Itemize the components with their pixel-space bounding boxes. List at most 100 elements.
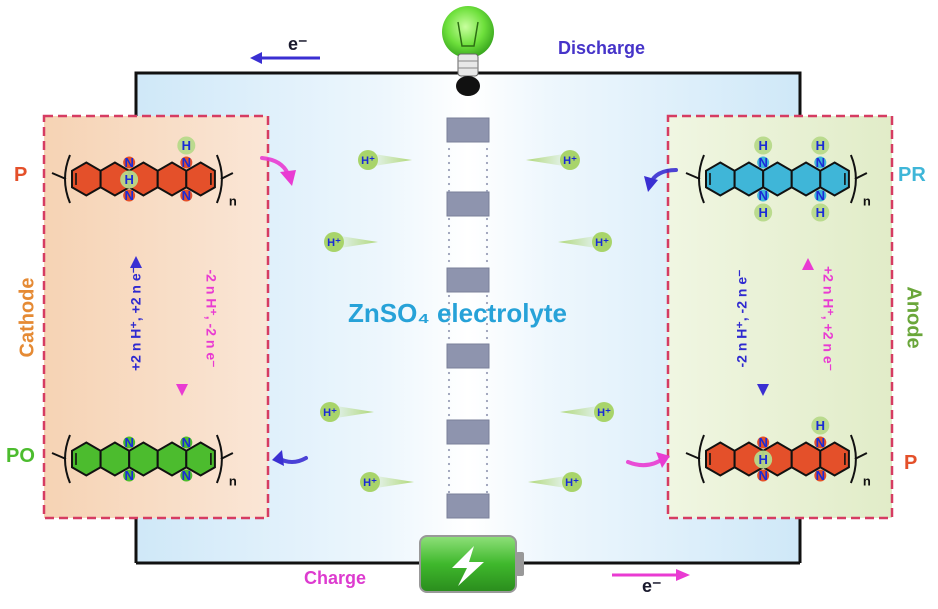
proton-tail xyxy=(368,153,412,167)
separator-dot xyxy=(447,371,451,375)
separator-dot xyxy=(447,147,451,151)
proton-label: H⁺ xyxy=(361,155,375,167)
hydrogen-circle xyxy=(754,136,773,155)
separator-dot xyxy=(485,406,489,410)
proton-tail xyxy=(334,235,378,249)
separator-dot xyxy=(447,308,451,312)
proton-tail xyxy=(528,475,572,489)
nitrogen-atom: N xyxy=(182,468,191,483)
nitrogen-bg xyxy=(814,189,827,202)
anode-down-arrow xyxy=(757,262,769,396)
proton-circle xyxy=(360,472,380,492)
cathode-down-arrow xyxy=(176,262,188,396)
charge-label: Charge xyxy=(304,568,367,588)
separator-block xyxy=(446,117,490,143)
hydrogen-atom: H xyxy=(758,205,767,220)
chain-bond xyxy=(685,452,701,460)
proton-label: H⁺ xyxy=(565,477,579,489)
separator-dot xyxy=(447,448,451,452)
charge-electron-label: e⁻ xyxy=(642,576,662,596)
nitrogen-bg xyxy=(814,156,827,169)
nitrogen-atom: N xyxy=(758,468,767,483)
separator-dot xyxy=(447,224,451,228)
repeat-subscript: n xyxy=(863,194,871,209)
anode-top-curved-arrow xyxy=(644,168,678,192)
discharge-electron-arrow xyxy=(250,52,320,64)
separator-dot xyxy=(485,224,489,228)
chain-bond xyxy=(685,172,701,180)
proton-circle xyxy=(320,402,340,422)
separator-dot xyxy=(447,231,451,235)
separator-dot xyxy=(485,147,489,151)
arrow-head xyxy=(130,256,142,268)
proton: H⁺ xyxy=(528,472,582,492)
separator-dot xyxy=(447,245,451,249)
separator-dot xyxy=(485,189,489,193)
nitrogen-bg xyxy=(180,156,193,169)
separator-dot xyxy=(485,469,489,473)
separator-dot xyxy=(485,385,489,389)
cathode-label: Cathode xyxy=(16,277,39,358)
proton: H⁺ xyxy=(360,472,414,492)
separator-dot xyxy=(447,483,451,487)
nitrogen-bg xyxy=(814,436,827,449)
cathode-up-arrow xyxy=(130,256,142,400)
separator-block xyxy=(446,493,490,519)
proton: H⁺ xyxy=(358,150,412,170)
arrow-head xyxy=(757,384,769,396)
nitrogen-atom: N xyxy=(816,188,825,203)
proton-label: H⁺ xyxy=(363,477,377,489)
proton-circle xyxy=(594,402,614,422)
cathode-up-reaction-label: +2 n H⁺, +2 n e⁻ xyxy=(127,265,144,372)
proton: H⁺ xyxy=(558,232,612,252)
nitrogen-atom: N xyxy=(816,435,825,450)
hydrogen-atom: H xyxy=(816,418,825,433)
separator-dot xyxy=(485,154,489,158)
separator-dot xyxy=(485,168,489,172)
separator-dot xyxy=(485,462,489,466)
chain-bond xyxy=(51,172,67,180)
separator-dot xyxy=(447,259,451,263)
separator-dot xyxy=(447,182,451,186)
chain-bond xyxy=(854,172,868,180)
hydrogen-circle xyxy=(177,136,196,155)
proton-tail xyxy=(558,235,602,249)
arrow-head xyxy=(802,258,814,270)
separator-dot xyxy=(447,161,451,165)
chain-bond xyxy=(51,452,67,460)
nitrogen-bg xyxy=(757,156,770,169)
hexagon-ring xyxy=(185,161,216,197)
anode-up-reaction-label: +2 n H⁺, +2 n e⁻ xyxy=(820,265,837,372)
anode-up-arrow xyxy=(802,258,814,400)
nitrogen-atom: N xyxy=(124,155,133,170)
nitrogen-atom: N xyxy=(816,155,825,170)
battery-icon xyxy=(419,535,524,593)
separator-dot xyxy=(485,476,489,480)
separator-block xyxy=(446,191,490,217)
hexagon-ring xyxy=(819,161,850,197)
separator-dot xyxy=(485,238,489,242)
separator-dot xyxy=(485,182,489,186)
nitrogen-bg xyxy=(757,469,770,482)
chain-bond xyxy=(854,452,868,460)
hydrogen-atom: H xyxy=(758,452,767,467)
separator-dot xyxy=(485,245,489,249)
nitrogen-atom: N xyxy=(758,188,767,203)
nitrogen-bg xyxy=(123,469,136,482)
arrow-head xyxy=(176,384,188,396)
separator-dot xyxy=(447,413,451,417)
hydrogen-circle xyxy=(120,170,139,189)
separator-dot xyxy=(447,301,451,305)
separator-dot xyxy=(447,399,451,403)
separator-block xyxy=(446,267,490,293)
hexagon-ring xyxy=(819,441,850,477)
nitrogen-atom: N xyxy=(182,435,191,450)
separator-dot xyxy=(447,476,451,480)
separator-dot xyxy=(485,301,489,305)
proton-label: H⁺ xyxy=(563,155,577,167)
proton-tail xyxy=(560,405,604,419)
nitrogen-bg xyxy=(180,436,193,449)
nitrogen-atom: N xyxy=(182,155,191,170)
